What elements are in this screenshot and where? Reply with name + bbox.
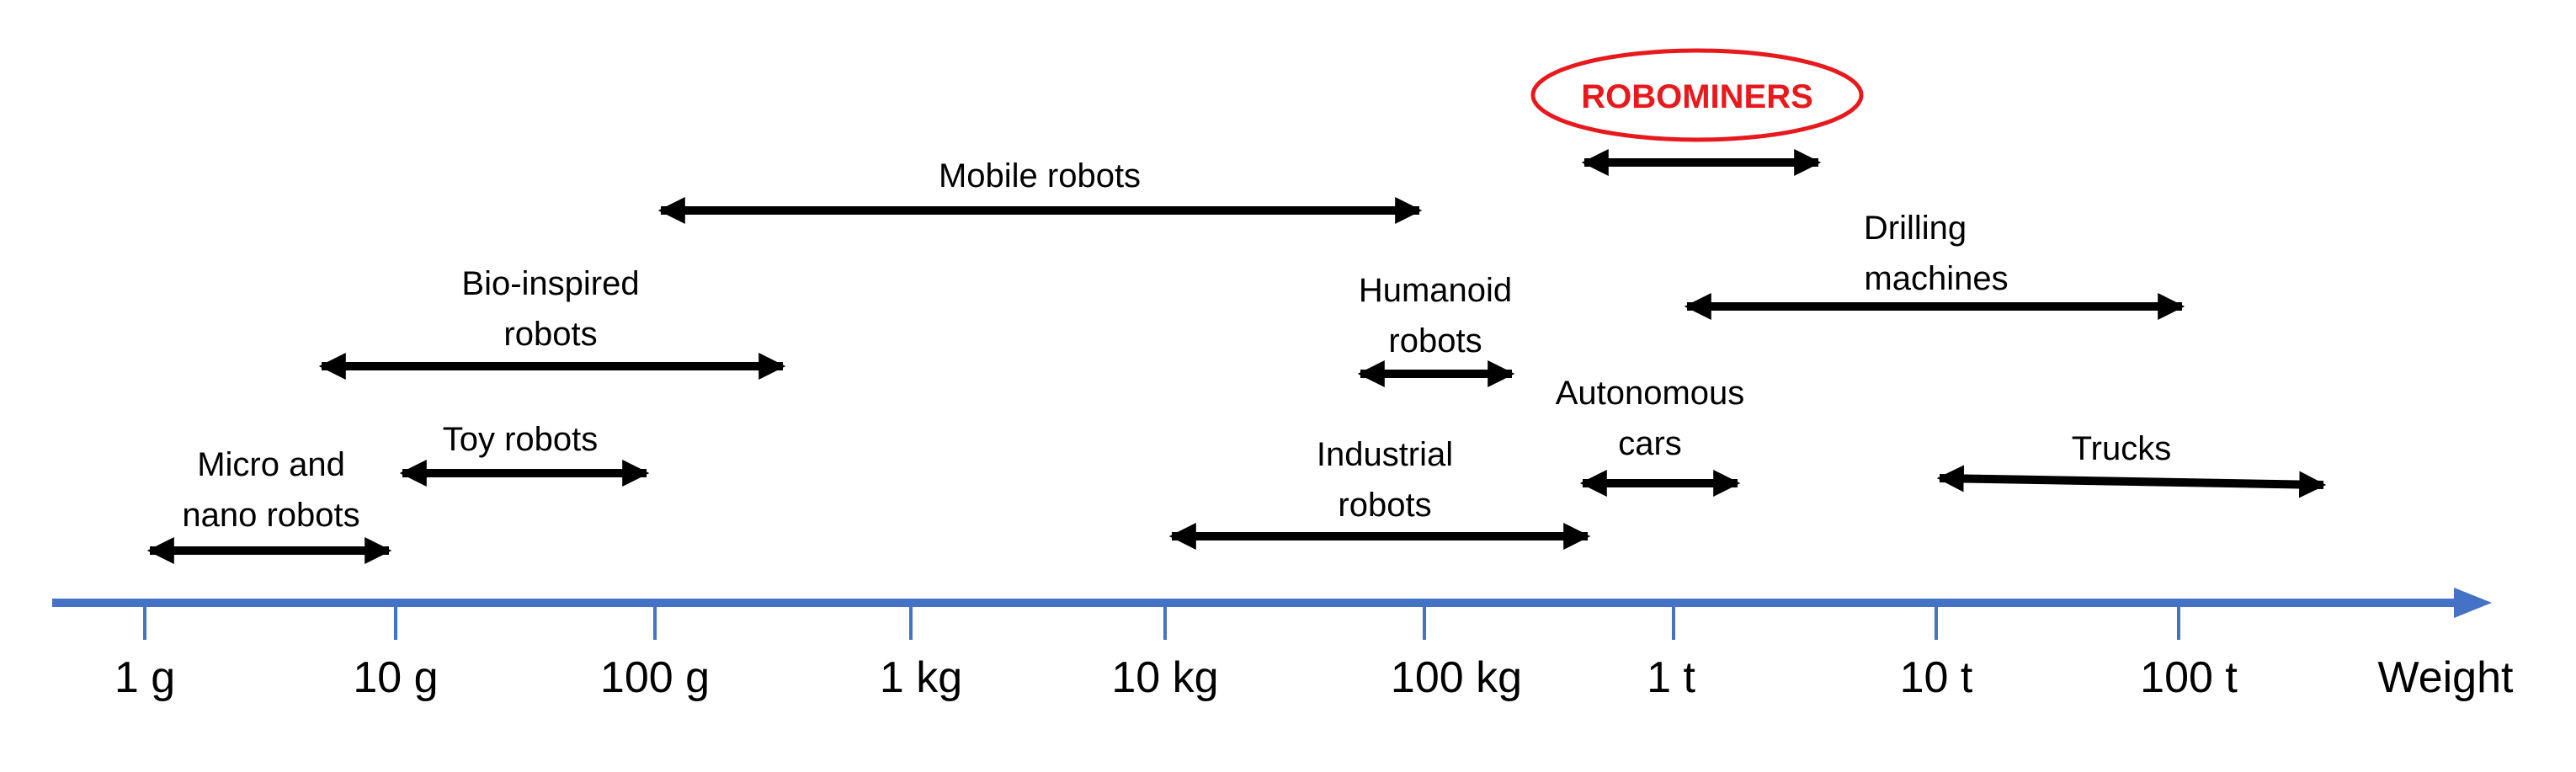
range-bio-inspired-robots: Bio-inspired robots xyxy=(318,265,786,381)
range-label: Toy robots xyxy=(443,421,599,458)
range-arrow xyxy=(1936,465,2327,498)
robominers-label: ROBOMINERS xyxy=(1581,78,1813,115)
range-label: nano robots xyxy=(182,497,359,534)
range-label: Micro and xyxy=(197,446,345,483)
tick-label-100kg: 100 kg xyxy=(1391,653,1522,702)
range-label: Bio-inspired xyxy=(461,265,639,302)
range-label: Mobile robots xyxy=(939,157,1141,194)
range-label: Industrial xyxy=(1317,436,1453,473)
range-autonomous-cars: Autonomous cars xyxy=(1556,375,1745,498)
range-label: Autonomous xyxy=(1556,375,1745,412)
axis-title: Weight xyxy=(2378,653,2514,702)
range-drilling-machines: Drilling machines xyxy=(1684,210,2185,321)
range-label: machines xyxy=(1864,260,2008,297)
range-label: robots xyxy=(503,316,597,353)
range-label: cars xyxy=(1618,425,1682,462)
tick-label-10t: 10 t xyxy=(1900,653,1973,702)
range-label: Drilling xyxy=(1864,210,1967,247)
robominers-highlight-ellipse xyxy=(1530,48,1864,142)
range-micro-nano-robots: Micro and nano robots xyxy=(146,446,392,565)
axis-arrowhead xyxy=(2454,588,2492,618)
range-label: robots xyxy=(1388,322,1482,359)
tick-label-10g: 10 g xyxy=(353,653,438,702)
range-label: robots xyxy=(1338,487,1431,524)
range-mobile-robots: Mobile robots xyxy=(657,157,1423,225)
tick-label-1t: 1 t xyxy=(1647,653,1695,702)
tick-label-10kg: 10 kg xyxy=(1111,653,1218,702)
range-label: Trucks xyxy=(2072,430,2172,467)
range-robominers: ROBOMINERS xyxy=(1530,48,1864,177)
range-trucks: Trucks xyxy=(1936,430,2327,498)
range-humanoid-robots: Humanoid robots xyxy=(1357,272,1515,388)
tick-label-100t: 100 t xyxy=(2140,653,2238,702)
tick-label-100g: 100 g xyxy=(600,653,710,702)
range-toy-robots: Toy robots xyxy=(399,421,650,487)
range-industrial-robots: Industrial robots xyxy=(1168,436,1591,551)
range-label: Humanoid xyxy=(1359,272,1512,309)
tick-label-1kg: 1 kg xyxy=(880,653,962,702)
weight-axis: 1 g 10 g 100 g 1 kg 10 kg 100 kg 1 t 10 … xyxy=(52,588,2514,702)
tick-label-1g: 1 g xyxy=(114,653,175,702)
